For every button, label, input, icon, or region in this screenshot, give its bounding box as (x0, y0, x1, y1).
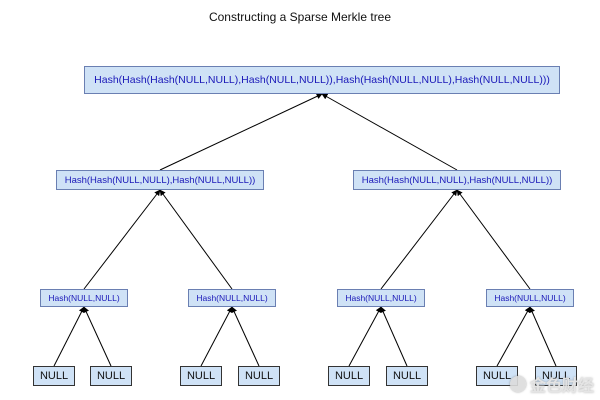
root-node: Hash(Hash(Hash(NULL,NULL),Hash(NULL,NULL… (84, 66, 560, 94)
level3-node-4: Hash(NULL,NULL) (486, 289, 574, 307)
tree-edge-1 (159, 93, 323, 171)
watermark-text: 金色财经 (529, 378, 594, 395)
tree-edge-11 (348, 306, 382, 367)
level3-node-1: Hash(NULL,NULL) (40, 289, 128, 307)
tree-edge-5 (380, 189, 458, 290)
diagram-title: Constructing a Sparse Merkle tree (208, 10, 392, 24)
tree-edge-2 (321, 93, 458, 171)
level3-node-3: Hash(NULL,NULL) (337, 289, 425, 307)
level3-node-2: Hash(NULL,NULL) (188, 289, 276, 307)
leaf-node-5: NULL (328, 366, 370, 386)
tree-edge-6 (456, 189, 531, 290)
tree-edge-14 (529, 306, 557, 367)
tree-edge-13 (496, 306, 531, 367)
leaf-node-7: NULL (476, 366, 518, 386)
tree-edge-4 (159, 189, 233, 290)
tree-edge-9 (200, 306, 233, 367)
leaf-node-3: NULL (180, 366, 222, 386)
tree-edge-8 (83, 306, 112, 367)
tree-edge-12 (380, 306, 408, 367)
tree-edge-7 (53, 306, 85, 367)
leaf-node-2: NULL (90, 366, 132, 386)
leaf-node-1: NULL (33, 366, 75, 386)
leaf-node-6: NULL (386, 366, 428, 386)
level2-node-1: Hash(Hash(NULL,NULL),Hash(NULL,NULL)) (56, 170, 264, 190)
tree-edge-3 (83, 189, 161, 290)
leaf-node-8: NULL (535, 366, 577, 386)
level2-node-2: Hash(Hash(NULL,NULL),Hash(NULL,NULL)) (353, 170, 561, 190)
tree-edge-10 (231, 306, 260, 367)
leaf-node-4: NULL (238, 366, 280, 386)
watermark: 金色财经 (509, 372, 594, 396)
coin-logo-icon (509, 376, 526, 392)
